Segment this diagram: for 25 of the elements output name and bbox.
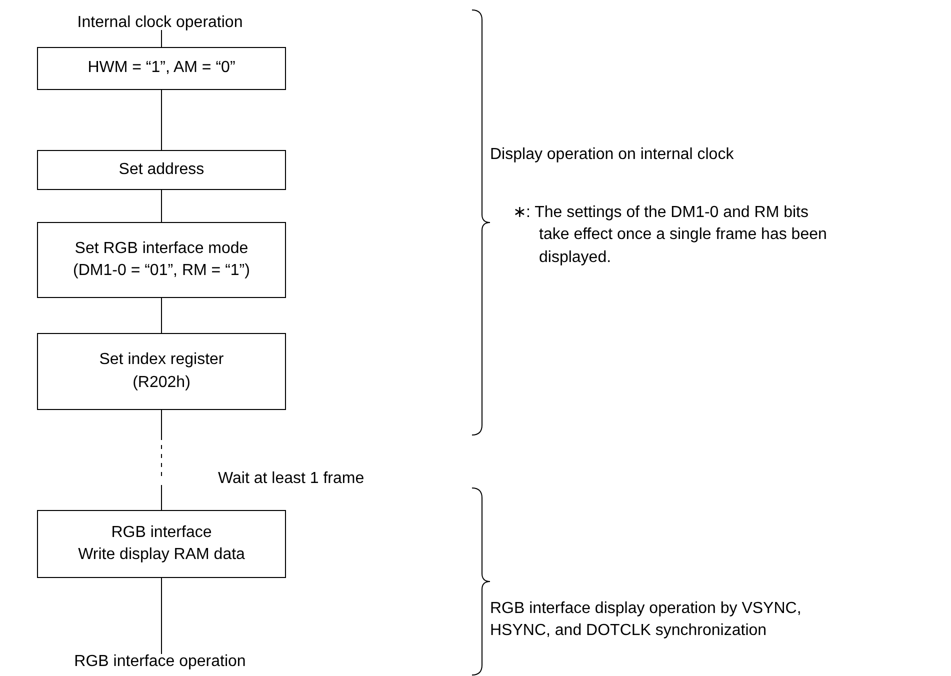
box-text: (DM1-0 = “01”, RM = “1”) [73, 261, 250, 281]
connector-line [161, 298, 162, 334]
terminal-label: Internal clock operation [20, 10, 300, 36]
connector-line [161, 190, 162, 222]
box-text: (R202h) [132, 372, 190, 392]
connector-line [161, 410, 162, 510]
box-text: Set RGB interface mode [74, 238, 248, 259]
annotation-text: Display operation on internal clock [490, 145, 735, 165]
box-text: Set index register [99, 350, 224, 370]
process-box [37, 510, 286, 578]
process-box [37, 222, 286, 298]
box-text: RGB interface [111, 522, 212, 543]
annotation-text: RGB interface display operation by VSYNC, HSYNC, and DOTCLK synchronization [490, 599, 802, 642]
connector-line [161, 578, 162, 654]
connector-line [161, 30, 162, 48]
process-box [37, 150, 286, 190]
annotation-text: Wait at least 1 frame [218, 469, 366, 489]
connector-line [161, 90, 162, 150]
process-box [37, 47, 286, 90]
process-box [37, 333, 286, 410]
terminal-label: RGB interface operation [20, 650, 300, 674]
box-text: Set address [118, 160, 204, 180]
footnote: ∗: The settings of the DM1-0 and RM bits take effect once a single frame has been displayed. [513, 203, 828, 268]
box-text: HWM = “1”, AM = “0” [88, 58, 236, 78]
box-text: Write display RAM data [78, 545, 245, 565]
